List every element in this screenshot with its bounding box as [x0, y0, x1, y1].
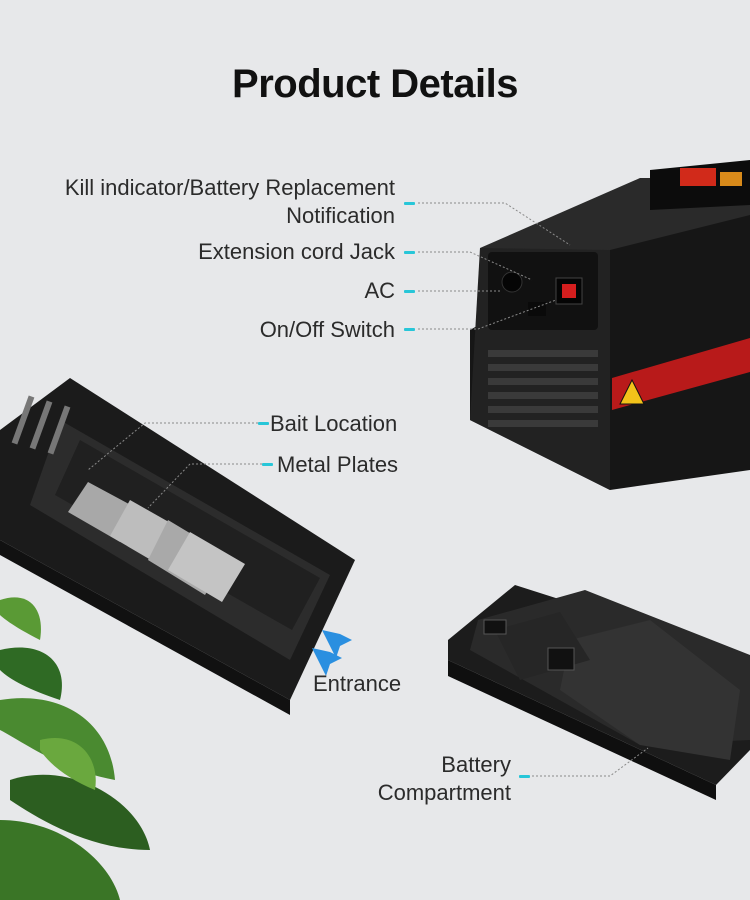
- leader-lines: [87, 202, 649, 777]
- label-marker: [404, 251, 415, 254]
- plant-leaves-icon: [0, 597, 150, 900]
- label-battery-line2: Compartment: [377, 780, 511, 805]
- label-battery-line1: Battery: [441, 752, 511, 777]
- label-entrance: Entrance: [313, 671, 402, 696]
- label-marker: [404, 202, 415, 205]
- label-bait-location: Bait Location: [270, 411, 398, 436]
- label-marker: [262, 463, 273, 466]
- device-main-icon: [470, 160, 750, 490]
- entrance-arrow-icon: [312, 630, 352, 676]
- page-title: Product Details: [232, 62, 518, 106]
- label-marker: [519, 775, 530, 778]
- label-kill-indicator-line2: Notification: [286, 203, 395, 228]
- device-battery-icon: [448, 585, 750, 800]
- label-marker: [404, 328, 415, 331]
- device-open-icon: [0, 378, 355, 715]
- label-marker: [404, 290, 415, 293]
- label-ac: AC: [364, 278, 395, 303]
- label-on-off-switch: On/Off Switch: [259, 317, 395, 342]
- label-extension-cord-jack: Extension cord Jack: [198, 239, 395, 264]
- label-kill-indicator-line1: Kill indicator/Battery Replacement: [64, 175, 395, 200]
- label-metal-plates: Metal Plates: [277, 452, 399, 477]
- label-marker: [258, 422, 269, 425]
